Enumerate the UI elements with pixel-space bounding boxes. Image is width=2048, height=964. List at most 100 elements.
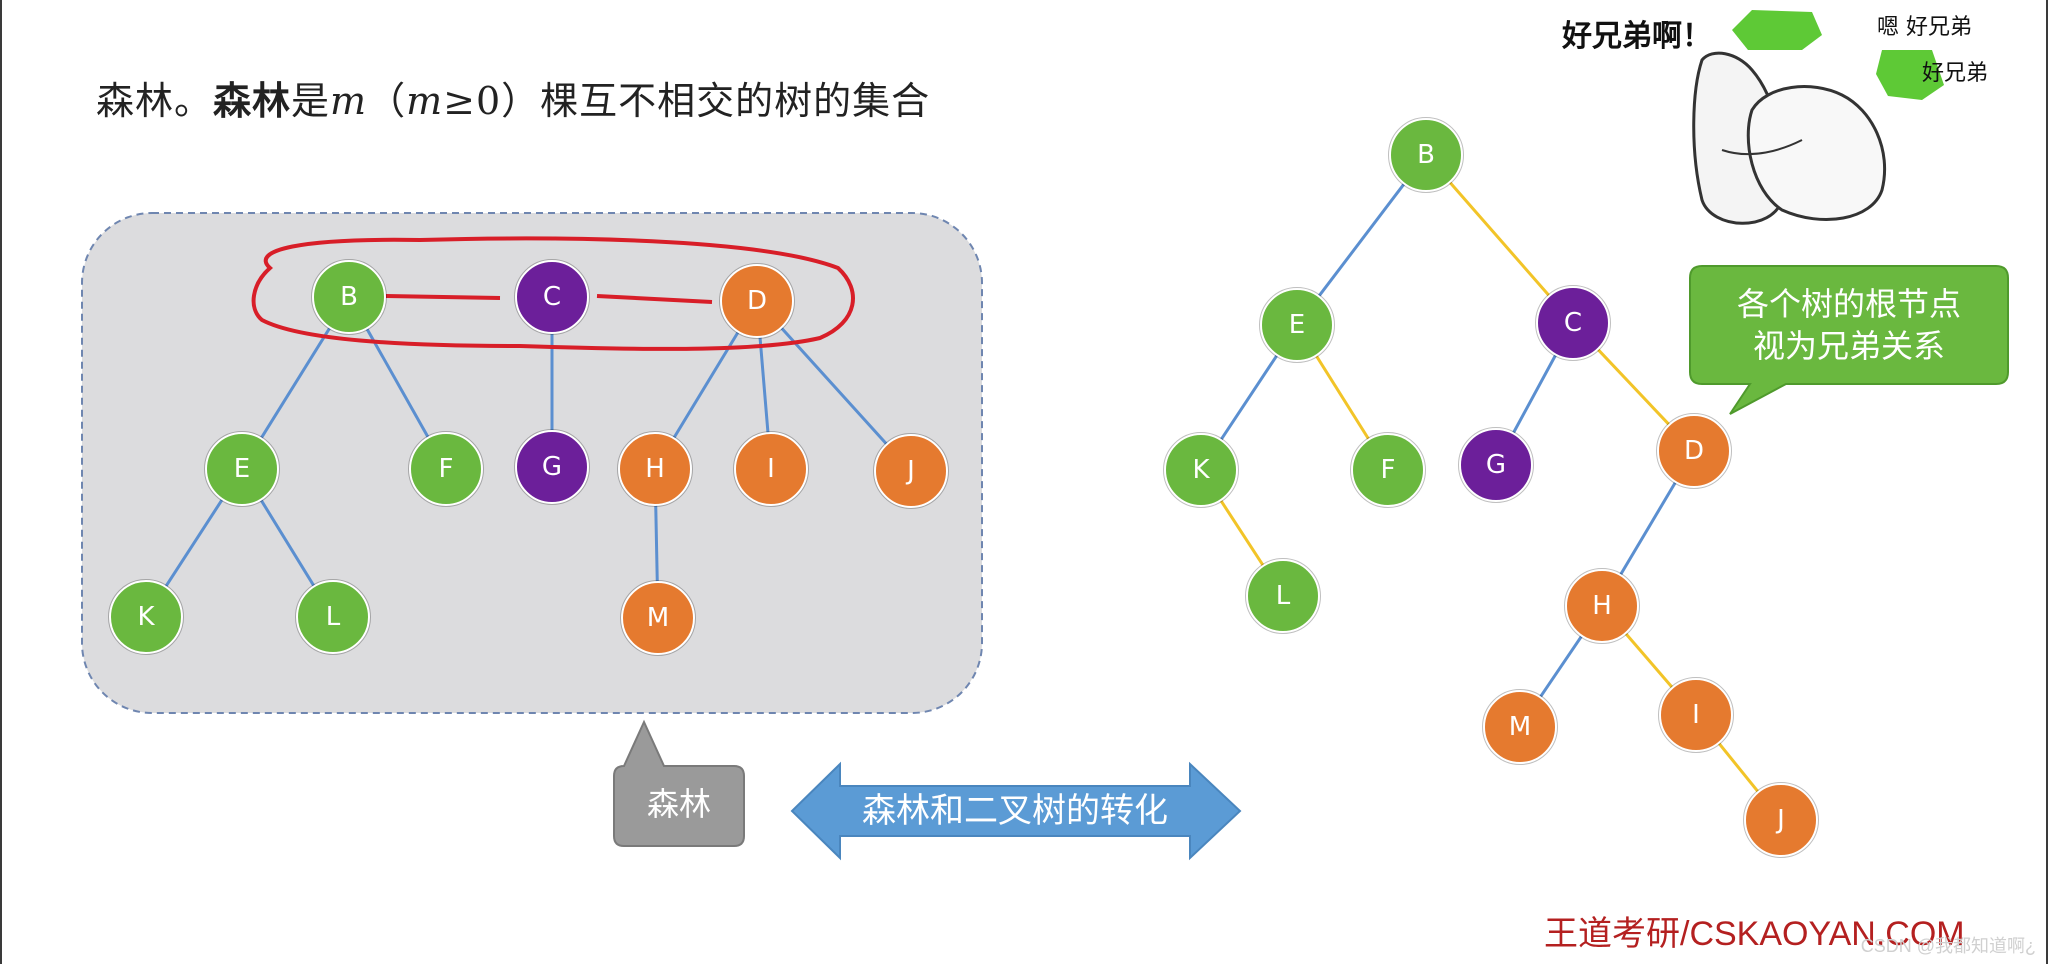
bt-node-l: L xyxy=(1245,558,1321,634)
headline-paren: （ xyxy=(367,79,407,123)
bt-node-g: G xyxy=(1458,427,1534,503)
headline-part-3: 是 xyxy=(291,79,331,123)
headline-part-7: ≥0）棵互不相交的树的集合 xyxy=(443,79,931,123)
forest-node-label: M xyxy=(647,603,669,633)
bt-node-i: I xyxy=(1658,677,1734,753)
forest-node-circle xyxy=(515,260,589,334)
forest-node-outline xyxy=(408,431,484,507)
bt-edge-i-j xyxy=(1717,742,1760,793)
forest-node-outline xyxy=(311,259,387,335)
csdn-credit: CSDN @我都知道啊¿ xyxy=(1860,936,2036,956)
bt-node-e: E xyxy=(1259,287,1335,363)
bt-edge-h-m xyxy=(1538,634,1584,699)
binary-tree-edges xyxy=(1219,181,1760,793)
bt-node-k: K xyxy=(1163,432,1239,508)
forest-node-outline xyxy=(620,580,696,656)
bt-edge-k-l xyxy=(1219,499,1265,567)
forest-node-circle xyxy=(409,432,483,506)
bt-node-circle xyxy=(1483,690,1557,764)
brothers-meme-image: 好兄弟啊！ 嗯 好兄弟 好兄弟 xyxy=(1552,0,2000,240)
forest-label: 森林 xyxy=(647,785,711,823)
bt-node-label: L xyxy=(1276,581,1291,611)
bt-node-outline xyxy=(1350,432,1426,508)
bt-edge-d-h xyxy=(1619,481,1677,576)
bt-node-label: D xyxy=(1684,436,1704,466)
bt-node-circle xyxy=(1657,414,1731,488)
callout-line-1: 各个树的根节点 xyxy=(1737,285,1961,323)
forest-node-circle xyxy=(205,432,279,506)
forest-node-outline xyxy=(514,429,590,505)
forest-node-m: M xyxy=(620,580,696,656)
forest-edge-d-j xyxy=(780,326,888,446)
forest-node-label: D xyxy=(747,286,767,316)
bt-node-label: C xyxy=(1564,308,1582,338)
forest-node-circle xyxy=(109,580,183,654)
bt-node-label: G xyxy=(1486,450,1506,480)
forest-node-c: C xyxy=(514,259,590,335)
forest-node-outline xyxy=(733,431,809,507)
forest-node-circle xyxy=(312,260,386,334)
forest-node-circle xyxy=(720,264,794,338)
bt-edge-b-c xyxy=(1448,181,1551,297)
bt-node-outline xyxy=(1163,432,1239,508)
bt-edge-e-k xyxy=(1219,354,1279,441)
headline-part-1: 森林。 xyxy=(96,79,214,123)
forest-node-label: L xyxy=(326,602,341,632)
bt-node-label: B xyxy=(1417,140,1435,170)
bt-node-circle xyxy=(1536,286,1610,360)
forest-node-k: K xyxy=(108,579,184,655)
bt-node-outline xyxy=(1458,427,1534,503)
forest-node-outline xyxy=(295,579,371,655)
root-link-bc xyxy=(385,294,501,300)
forest-node-e: E xyxy=(204,431,280,507)
headline: 森林。森林是m（m≥0）棵互不相交的树的集合 xyxy=(96,70,930,125)
forest-edge-e-k xyxy=(164,498,224,588)
bt-node-c: C xyxy=(1535,285,1611,361)
root-sibling-callout xyxy=(1689,265,2009,415)
forest-edge-e-l xyxy=(259,498,316,588)
bt-edge-c-d xyxy=(1596,348,1671,426)
binary-tree-nodes: B E C K F G D L H M IJ xyxy=(1163,117,1819,858)
forest-node-outline xyxy=(204,431,280,507)
bt-node-j: J xyxy=(1743,782,1819,858)
roots-highlight-ellipse xyxy=(251,236,855,351)
headline-var-m2: m xyxy=(406,79,444,123)
bt-node-circle xyxy=(1164,433,1238,507)
forest-node-label: B xyxy=(340,282,358,312)
meme-text-2: 嗯 好兄弟 xyxy=(1877,15,1972,40)
callout-line-2: 视为兄弟关系 xyxy=(1753,327,1945,365)
forest-node-outline xyxy=(108,579,184,655)
forest-node-h: H xyxy=(617,431,693,507)
meme-text-1: 好兄弟啊！ xyxy=(1561,19,1712,54)
bt-node-outline xyxy=(1259,287,1335,363)
forest-node-label: F xyxy=(439,454,454,484)
bt-node-outline xyxy=(1535,285,1611,361)
forest-edge-h-m xyxy=(654,504,659,583)
forest-node-circle xyxy=(734,432,808,506)
bt-edge-c-g xyxy=(1511,353,1558,435)
bt-node-circle xyxy=(1246,559,1320,633)
conversion-label: 森林和二叉树的转化 xyxy=(862,791,1168,831)
bt-node-circle xyxy=(1459,428,1533,502)
bt-node-circle xyxy=(1260,288,1334,362)
bt-node-h: H xyxy=(1564,568,1640,644)
root-link-cd xyxy=(596,294,713,304)
forest-node-outline xyxy=(873,433,949,509)
right-frame-edge xyxy=(2046,0,2048,964)
forest-node-g: G xyxy=(514,429,590,505)
bt-node-label: F xyxy=(1381,455,1396,485)
forest-node-label: H xyxy=(645,454,665,484)
forest-node-b: B xyxy=(311,259,387,335)
bt-node-circle xyxy=(1389,118,1463,192)
bt-node-label: E xyxy=(1289,310,1305,340)
bt-edge-e-f xyxy=(1314,354,1371,441)
headline-var-m: m xyxy=(330,79,368,123)
bt-node-label: M xyxy=(1509,712,1531,742)
forest-node-label: K xyxy=(137,602,155,632)
forest-node-outline xyxy=(514,259,590,335)
bt-node-outline xyxy=(1656,413,1732,489)
bt-edge-h-i xyxy=(1624,632,1674,689)
forest-node-circle xyxy=(874,434,948,508)
